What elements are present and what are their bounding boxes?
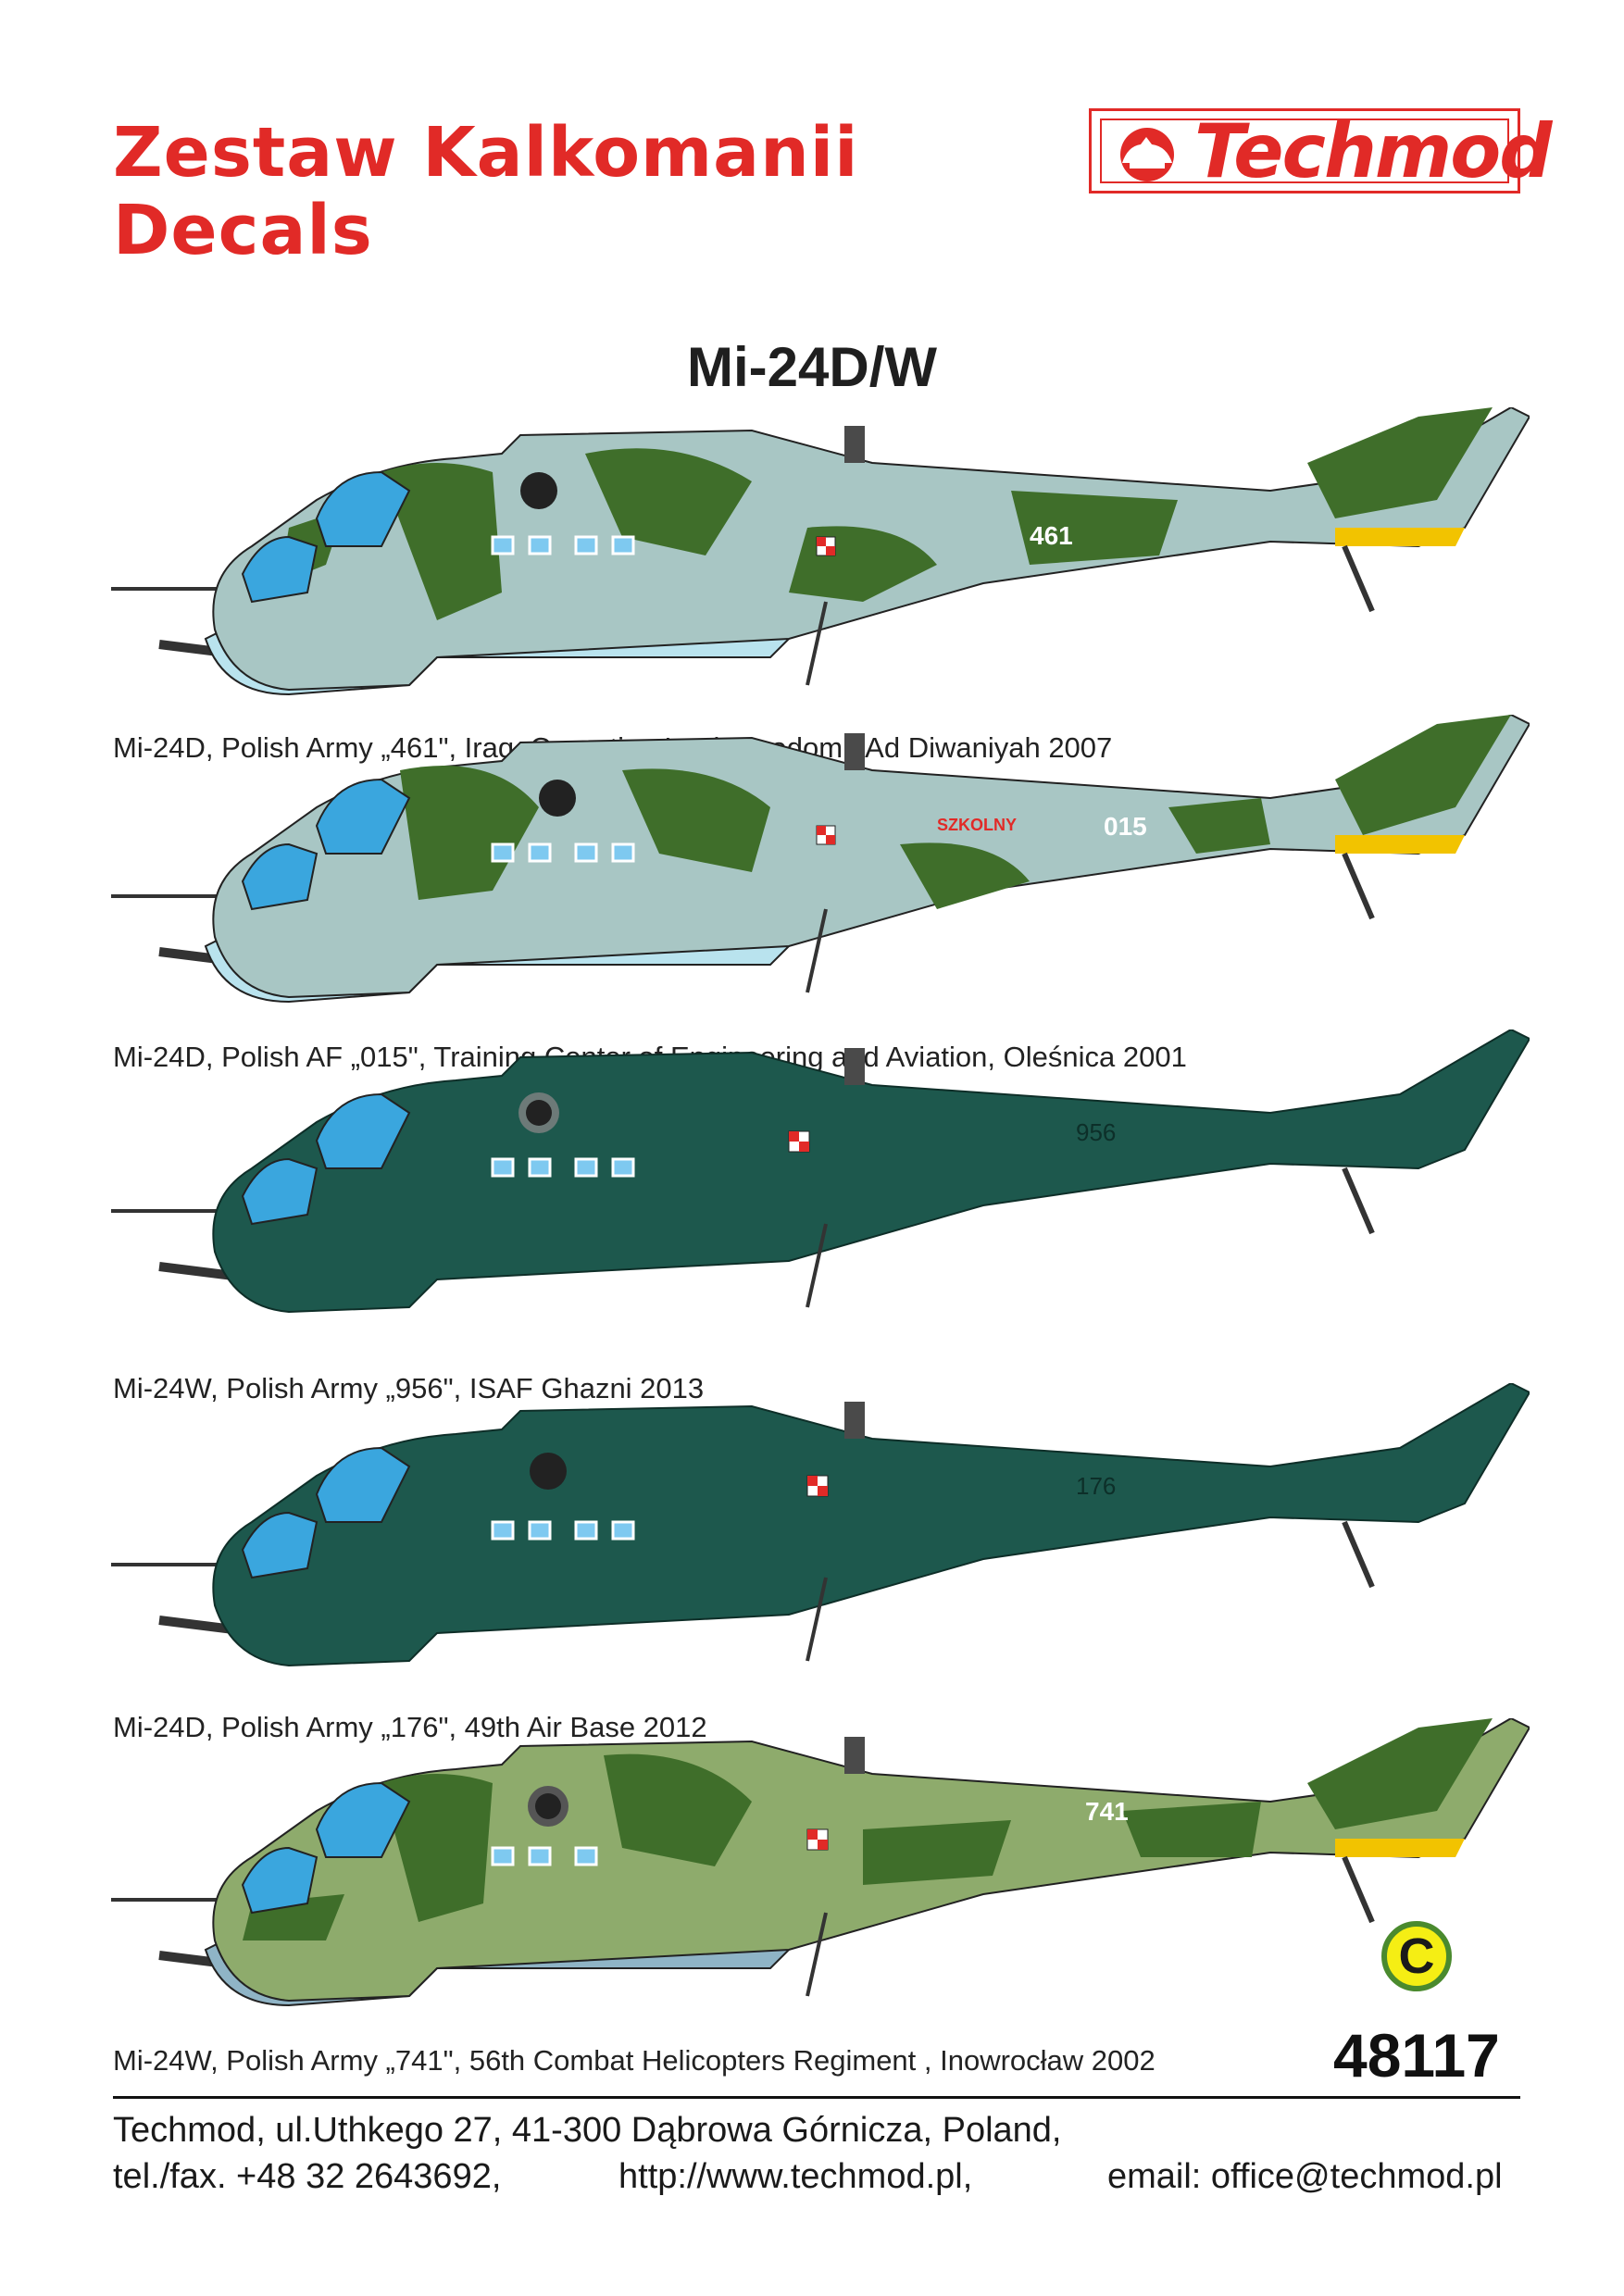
polish-checkerboard-icon: [816, 536, 836, 556]
helicopter-profile-461: 461: [104, 407, 1530, 713]
tail-number: 461: [1030, 521, 1073, 550]
page-title: Mi-24D/W: [687, 336, 937, 398]
tail-number: 956: [1076, 1118, 1116, 1146]
polish-checkerboard-icon: [806, 1828, 829, 1851]
divider: [113, 2096, 1520, 2099]
footer-address: Techmod, ul.Uthkego 27, 41-300 Dąbrowa G…: [113, 2111, 1062, 2150]
logo-wordmark: Techmod: [1194, 108, 1552, 194]
profile-caption-5: Mi-24W, Polish Army „741", 56th Combat H…: [113, 2044, 1156, 2077]
logo-emblem-icon: [1120, 128, 1174, 181]
helicopter-profile-741: 741: [104, 1718, 1530, 2024]
footer-phone: tel./fax. +48 32 2643692,: [113, 2157, 502, 2196]
polish-checkerboard-icon: [806, 1475, 829, 1497]
polish-checkerboard-icon: [816, 825, 836, 845]
helicopter-illustration: 176: [111, 1383, 1530, 1667]
title-line-2: Decals: [113, 191, 373, 270]
copyright-badge: C: [1381, 1921, 1452, 1991]
helicopter-illustration: 956: [111, 1029, 1530, 1314]
helicopter-profile-176: 176: [104, 1383, 1530, 1689]
profile-caption-4: Mi-24D, Polish Army „176", 49th Air Base…: [113, 1711, 707, 1743]
helicopter-illustration: 461: [111, 407, 1530, 696]
profile-caption-3: Mi-24W, Polish Army „956", ISAF Ghazni 2…: [113, 1372, 705, 1404]
helicopter-profile-956: 956: [104, 1029, 1530, 1335]
helicopter-profile-015: SZKOLNY 015: [104, 715, 1530, 1020]
title-line-1: Zestaw Kalkomanii: [113, 113, 859, 193]
tail-number: 741: [1085, 1797, 1129, 1826]
footer-website[interactable]: http://www.techmod.pl,: [618, 2157, 973, 2196]
techmod-logo: Techmod: [1089, 108, 1552, 194]
footer-email[interactable]: email: office@techmod.pl: [1107, 2157, 1503, 2196]
helicopter-illustration: 741: [111, 1718, 1530, 2007]
tail-number: 015: [1104, 812, 1147, 841]
product-number: 48117: [1333, 2021, 1500, 2090]
tail-number: 176: [1076, 1472, 1116, 1500]
polish-checkerboard-icon: [788, 1130, 810, 1153]
helicopter-illustration: SZKOLNY 015: [111, 715, 1530, 1004]
fuselage-text: SZKOLNY: [937, 816, 1017, 834]
